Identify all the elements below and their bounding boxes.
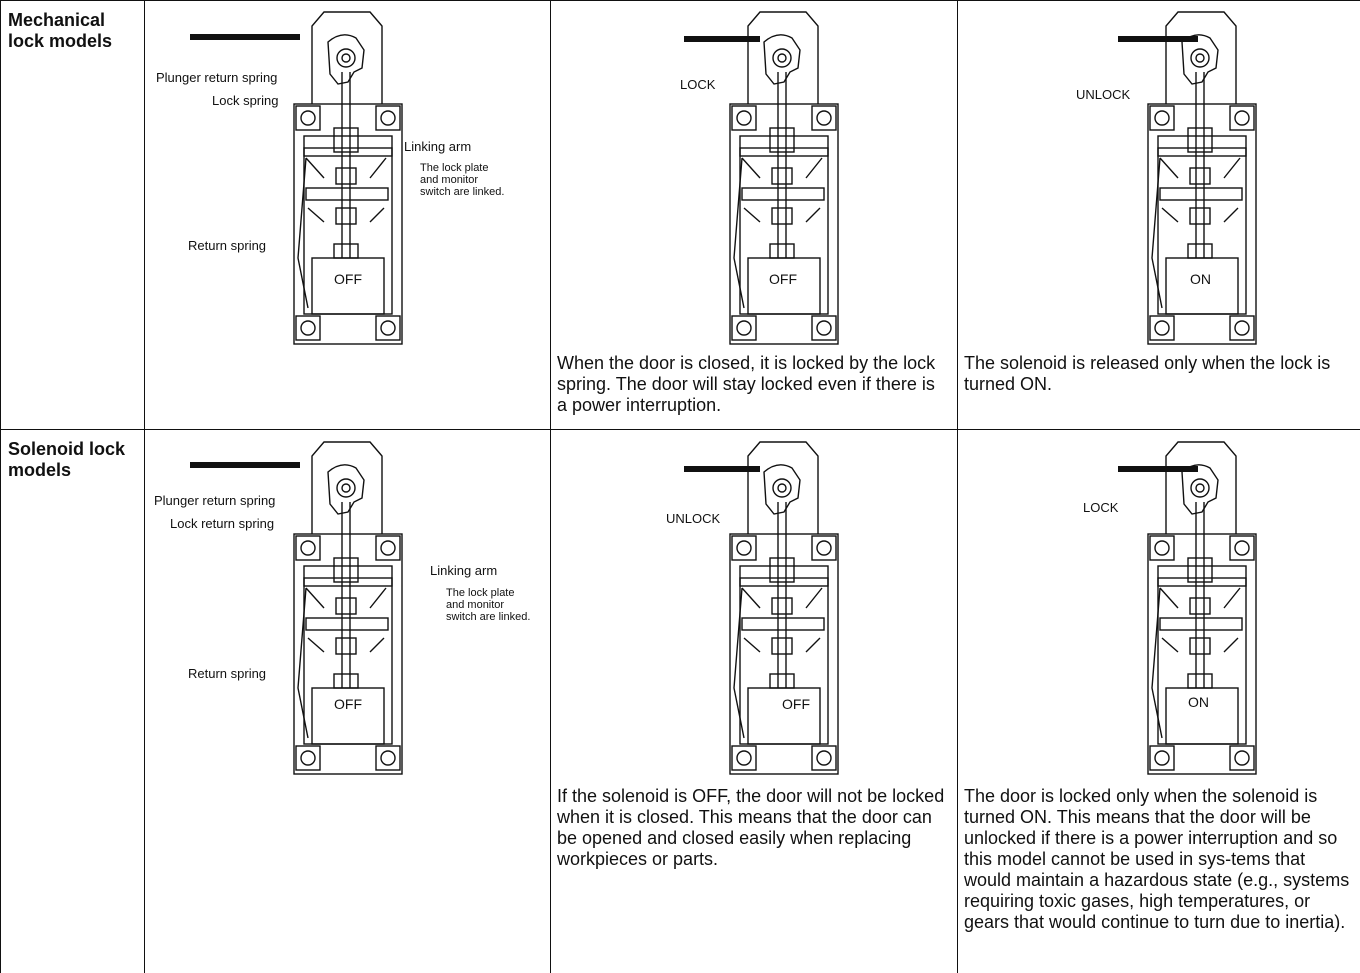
- diagram-tag: UNLOCK: [666, 511, 721, 526]
- label-lock-plate-note: The lock plate: [446, 587, 515, 599]
- table-row-divider: [0, 429, 1360, 430]
- diagram-tag: UNLOCK: [1076, 87, 1131, 102]
- label-lock-plate-note: and monitor: [420, 174, 479, 186]
- diagram-tag: LOCK: [1083, 500, 1119, 515]
- switch-state: OFF: [769, 271, 797, 287]
- switch-state: OFF: [334, 271, 362, 287]
- label-lock-plate-note: The lock plate: [420, 162, 489, 174]
- row-header-mechanical: Mechanical lock models: [8, 10, 113, 51]
- switch-diagram: [729, 11, 839, 345]
- label-lock-spring: Lock spring: [212, 93, 279, 108]
- row-header-solenoid: Solenoid lock models: [8, 439, 126, 480]
- switch-diagram: [729, 441, 839, 775]
- door-key-bar: [190, 462, 300, 468]
- switch-diagram: [1147, 441, 1257, 775]
- label-lock-return-spring: Lock return spring: [170, 516, 275, 531]
- switch-diagram: [1147, 11, 1257, 345]
- door-key-bar: [1118, 36, 1198, 42]
- table-column-divider: [144, 0, 145, 973]
- label-linking-arm: Linking arm: [430, 563, 498, 578]
- switch-diagram: [293, 441, 403, 775]
- label-plunger-return-spring: Plunger return spring: [156, 70, 278, 85]
- diagram-tag: LOCK: [680, 77, 716, 92]
- description-text: When the door is closed, it is locked by…: [557, 353, 936, 415]
- table-column-divider: [550, 0, 551, 973]
- door-key-bar: [1118, 466, 1198, 472]
- table-column-divider: [957, 0, 958, 973]
- label-plunger-return-spring: Plunger return spring: [154, 493, 276, 508]
- switch-state: ON: [1190, 271, 1211, 287]
- door-key-bar: [190, 34, 300, 40]
- table-top-border: [0, 0, 1360, 1]
- switch-state: OFF: [334, 696, 362, 712]
- description-text: If the solenoid is OFF, the door will no…: [557, 786, 945, 869]
- description-text: The door is locked only when the solenoi…: [964, 786, 1350, 932]
- label-lock-plate-note: switch are linked.: [446, 611, 531, 623]
- description-text: The solenoid is released only when the l…: [964, 353, 1331, 394]
- label-return-spring: Return spring: [188, 238, 267, 253]
- label-lock-plate-note: and monitor: [446, 599, 505, 611]
- switch-diagram: [293, 11, 403, 345]
- table-left-border: [0, 0, 1, 973]
- door-key-bar: [684, 466, 760, 472]
- label-linking-arm: Linking arm: [404, 139, 472, 154]
- switch-state: ON: [1188, 694, 1209, 710]
- switch-state: OFF: [782, 696, 810, 712]
- label-return-spring: Return spring: [188, 666, 267, 681]
- door-key-bar: [684, 36, 760, 42]
- label-lock-plate-note: switch are linked.: [420, 186, 505, 198]
